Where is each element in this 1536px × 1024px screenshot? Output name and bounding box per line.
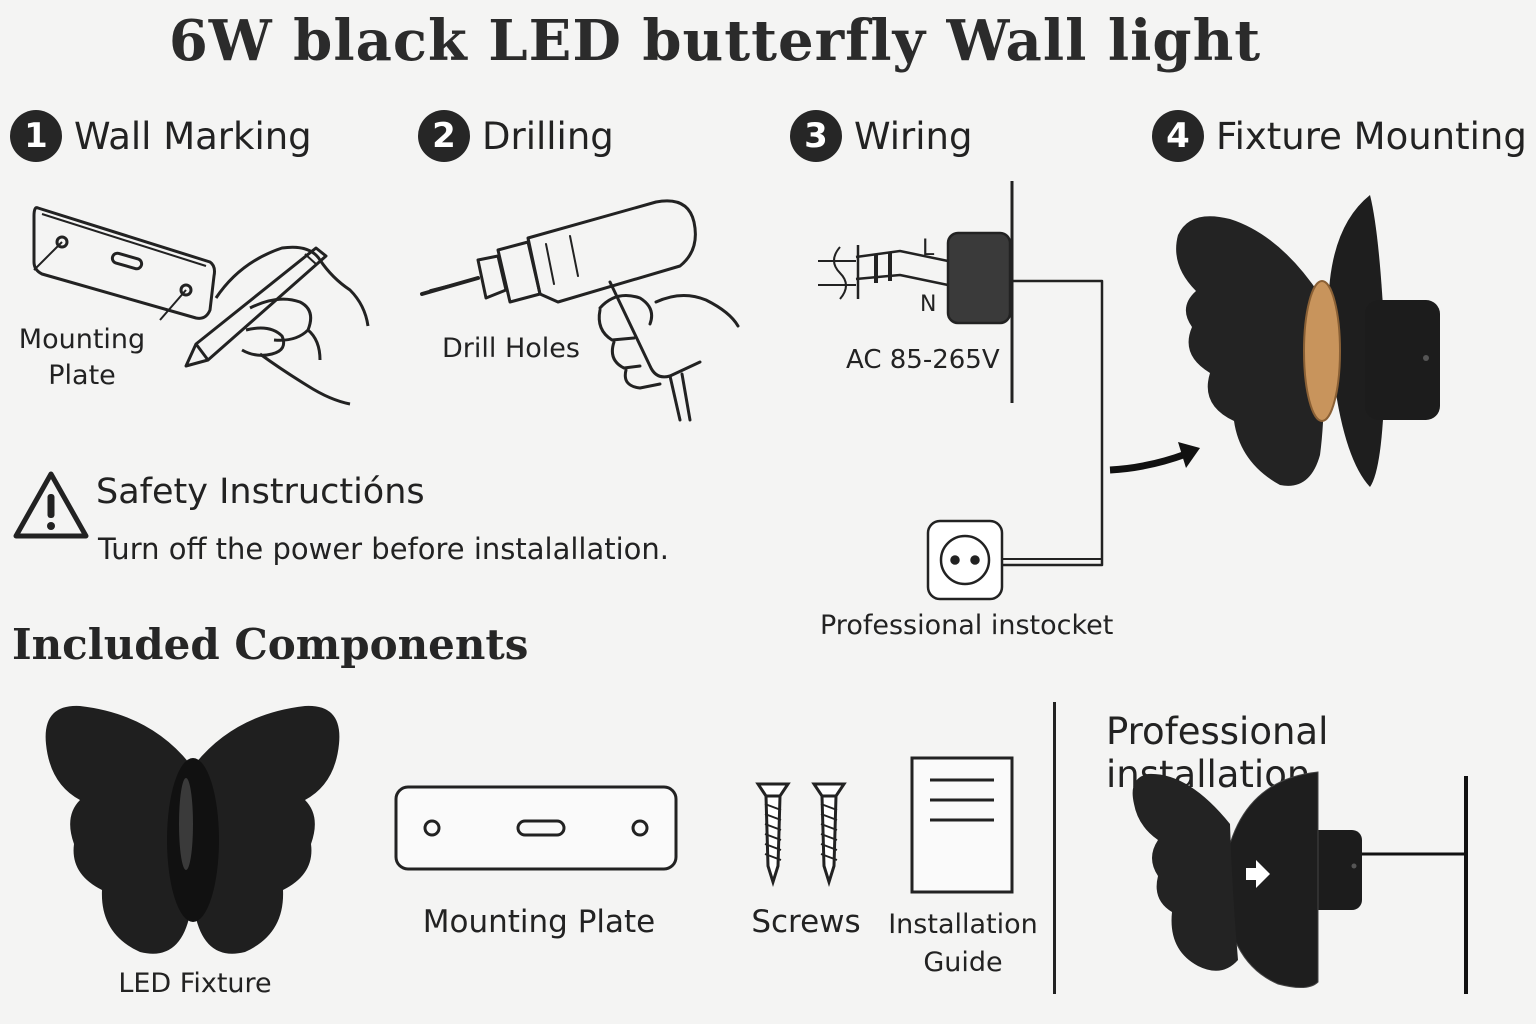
installed-light-icon (1132, 771, 1468, 994)
screw-icon (755, 782, 847, 888)
step-label: Wall Marking (74, 114, 312, 158)
step-wall-marking: 1 Wall Marking (10, 110, 312, 162)
components-title: Included Components (12, 620, 529, 669)
step-wiring: 3 Wiring (790, 110, 972, 162)
warning-icon (13, 471, 89, 539)
professional-title: Professional installation (1106, 710, 1329, 796)
step-fixture-mounting: 4 Fixture Mounting (1152, 110, 1527, 162)
mounting-plate-label: Mounting Plate (18, 324, 146, 391)
pencil-hand-icon (32, 206, 370, 406)
page-title: 6W black LED butterfly Wall light (168, 8, 1262, 74)
butterfly-icon (45, 705, 340, 954)
drill-icon (420, 199, 740, 422)
live-wire-label: L (922, 236, 935, 261)
step-label: Drilling (482, 114, 614, 158)
led-fixture-label: LED Fixture (118, 968, 272, 999)
step-drilling: 2 Drilling (418, 110, 614, 162)
document-icon (910, 756, 1014, 894)
installation-guide-caption: Installation Guide (888, 909, 1038, 978)
step-label: Fixture Mounting (1216, 114, 1527, 158)
step-label: Wiring (854, 114, 973, 158)
safety-title: Safety Instructións (96, 472, 425, 512)
voltage-label: AC 85-265V (846, 345, 1000, 375)
step-number: 2 (418, 110, 470, 162)
screws-caption: Screws (751, 904, 861, 940)
step-number: 4 (1152, 110, 1204, 162)
mounting-plate-caption: Mounting Plate (422, 904, 656, 940)
step-number: 3 (790, 110, 842, 162)
safety-body: Turn off the power before instalallation… (98, 532, 670, 566)
socket-caption: Professional instocket (820, 610, 1114, 641)
drill-holes-caption: Drill Holes (442, 333, 580, 364)
neutral-wire-label: N (920, 292, 937, 317)
mounting-plate-icon (394, 785, 678, 871)
divider (1053, 702, 1056, 994)
step-number: 1 (10, 110, 62, 162)
butterfly-light-icon (1176, 195, 1440, 487)
arrow-icon (1109, 442, 1200, 474)
wiring-icon (818, 181, 1104, 601)
